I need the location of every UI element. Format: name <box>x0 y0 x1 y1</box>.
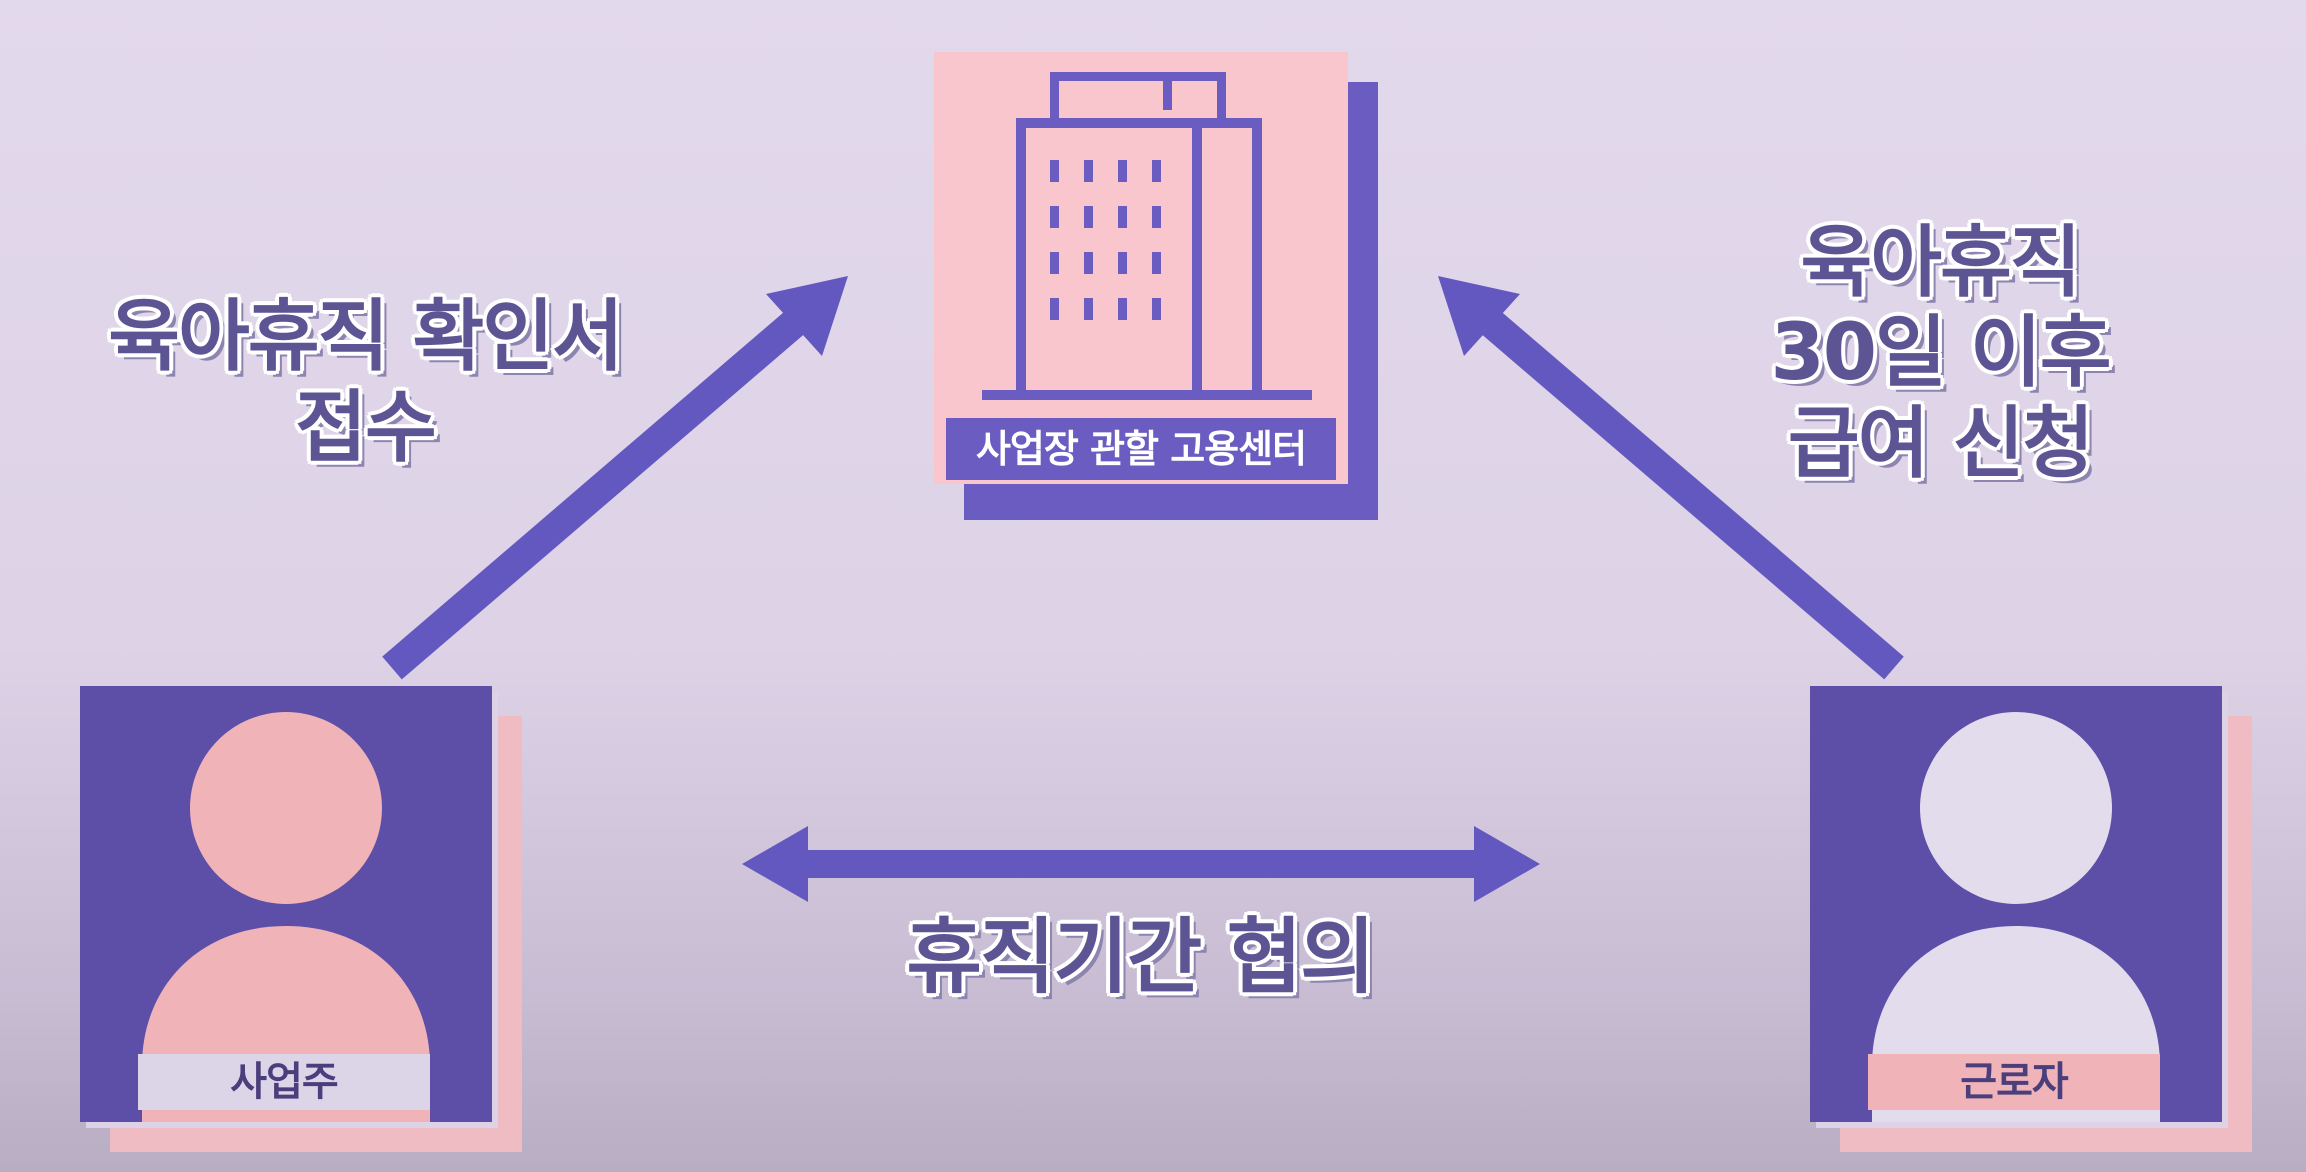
caption-right-line-2: 30일 이후 <box>1770 308 2112 399</box>
caption-left-line-1: 육아휴직 확인서 <box>108 292 623 382</box>
employer-card: 사업주 <box>80 686 492 1122</box>
caption-right-line-1: 육아휴직 <box>1800 218 2081 308</box>
caption-bottom: 휴직기간 협의 <box>850 910 1430 1006</box>
caption-left-line-2: 접수 <box>295 383 437 474</box>
caption-bottom-text: 휴직기간 협의 <box>906 910 1375 1005</box>
caption-right-line-3: 급여 신청 <box>1787 398 2094 489</box>
worker-label: 근로자 <box>1868 1054 2160 1110</box>
worker-card: 근로자 <box>1810 686 2222 1122</box>
caption-right: 육아휴직 30일 이후 급여 신청 <box>1700 218 2180 489</box>
caption-left: 육아휴직 확인서 접수 <box>50 292 680 475</box>
employer-label: 사업주 <box>138 1054 430 1110</box>
double-arrow-employer-worker <box>742 826 1540 902</box>
employment-center-label: 사업장 관할 고용센터 <box>946 418 1336 480</box>
